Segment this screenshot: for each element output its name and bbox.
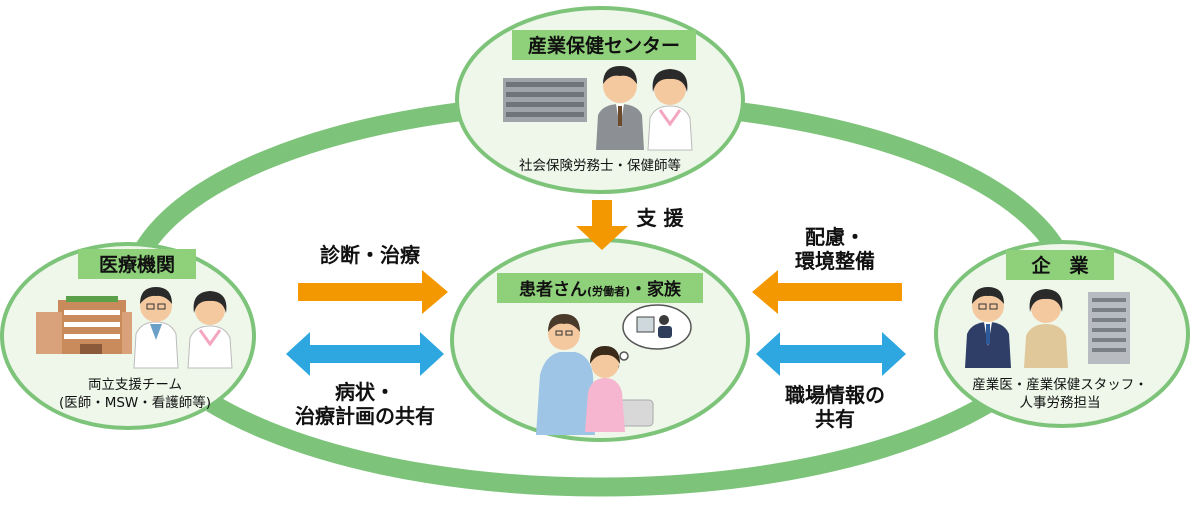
care-environment-label-line1: 配慮・ <box>805 225 865 249</box>
care-environment-arrow <box>752 270 902 314</box>
left-subtitle-line2: (医師・MSW・看護師等) <box>59 394 211 411</box>
support-arrow <box>576 200 628 250</box>
left-title-box <box>78 249 196 279</box>
right-subtitle-line2: 人事労務担当 <box>1020 395 1101 411</box>
occupational-physician-icon <box>965 287 1011 368</box>
workplace-share-arrow <box>756 332 906 376</box>
doctor-icon <box>133 287 179 369</box>
top-title: 産業保健センター <box>528 34 680 57</box>
public-health-nurse-icon <box>647 69 693 151</box>
right-title: 企 業 <box>1030 254 1089 277</box>
medical-share-arrow <box>286 332 444 376</box>
hr-staff-icon <box>1024 289 1068 368</box>
left-subtitle-line1: 両立支援チーム <box>88 377 182 393</box>
social-insurance-worker-icon <box>596 66 644 150</box>
medical-institution-node: 医療機関 両立支援チーム (医師・MSW・看護師等) <box>0 242 256 430</box>
top-subtitle: 社会保険労務士・保健師等 <box>519 157 681 174</box>
nurse-icon <box>187 291 233 369</box>
industrial-health-center-node: 産業保健センター 社会保険労務士・保健師等 <box>455 6 745 194</box>
center-title: 患者さん(労働者)・家族 <box>519 279 682 300</box>
medical-share-label-line2: 治療計画の共有 <box>295 404 435 428</box>
workplace-share-label-line1: 職場情報の <box>785 383 885 407</box>
support-label: 支 援 <box>637 206 685 230</box>
center-node: 患者さん(労働者)・家族 <box>450 238 750 442</box>
right-subtitle-line1: 産業医・産業保健スタッフ・ <box>972 377 1148 393</box>
left-title: 医療機関 <box>99 253 175 276</box>
right-title-box <box>1006 250 1114 280</box>
center-title-box <box>497 273 703 303</box>
medical-share-label-line1: 病状・ <box>335 380 395 404</box>
company-node: 企 業 産業医・産業保健スタッフ・ 人事労務担当 <box>934 240 1190 428</box>
diagnosis-treatment-label: 診断・治療 <box>320 243 420 267</box>
care-environment-label-line2: 環境整備 <box>795 249 875 273</box>
company-building-icon <box>1088 292 1130 364</box>
family-illustration <box>536 304 692 435</box>
office-building-icon <box>503 78 587 122</box>
diagnosis-treatment-arrow <box>298 270 448 314</box>
hospital-building-icon <box>36 296 132 354</box>
top-title-box <box>512 30 696 60</box>
workplace-share-label-line2: 共有 <box>815 407 855 431</box>
